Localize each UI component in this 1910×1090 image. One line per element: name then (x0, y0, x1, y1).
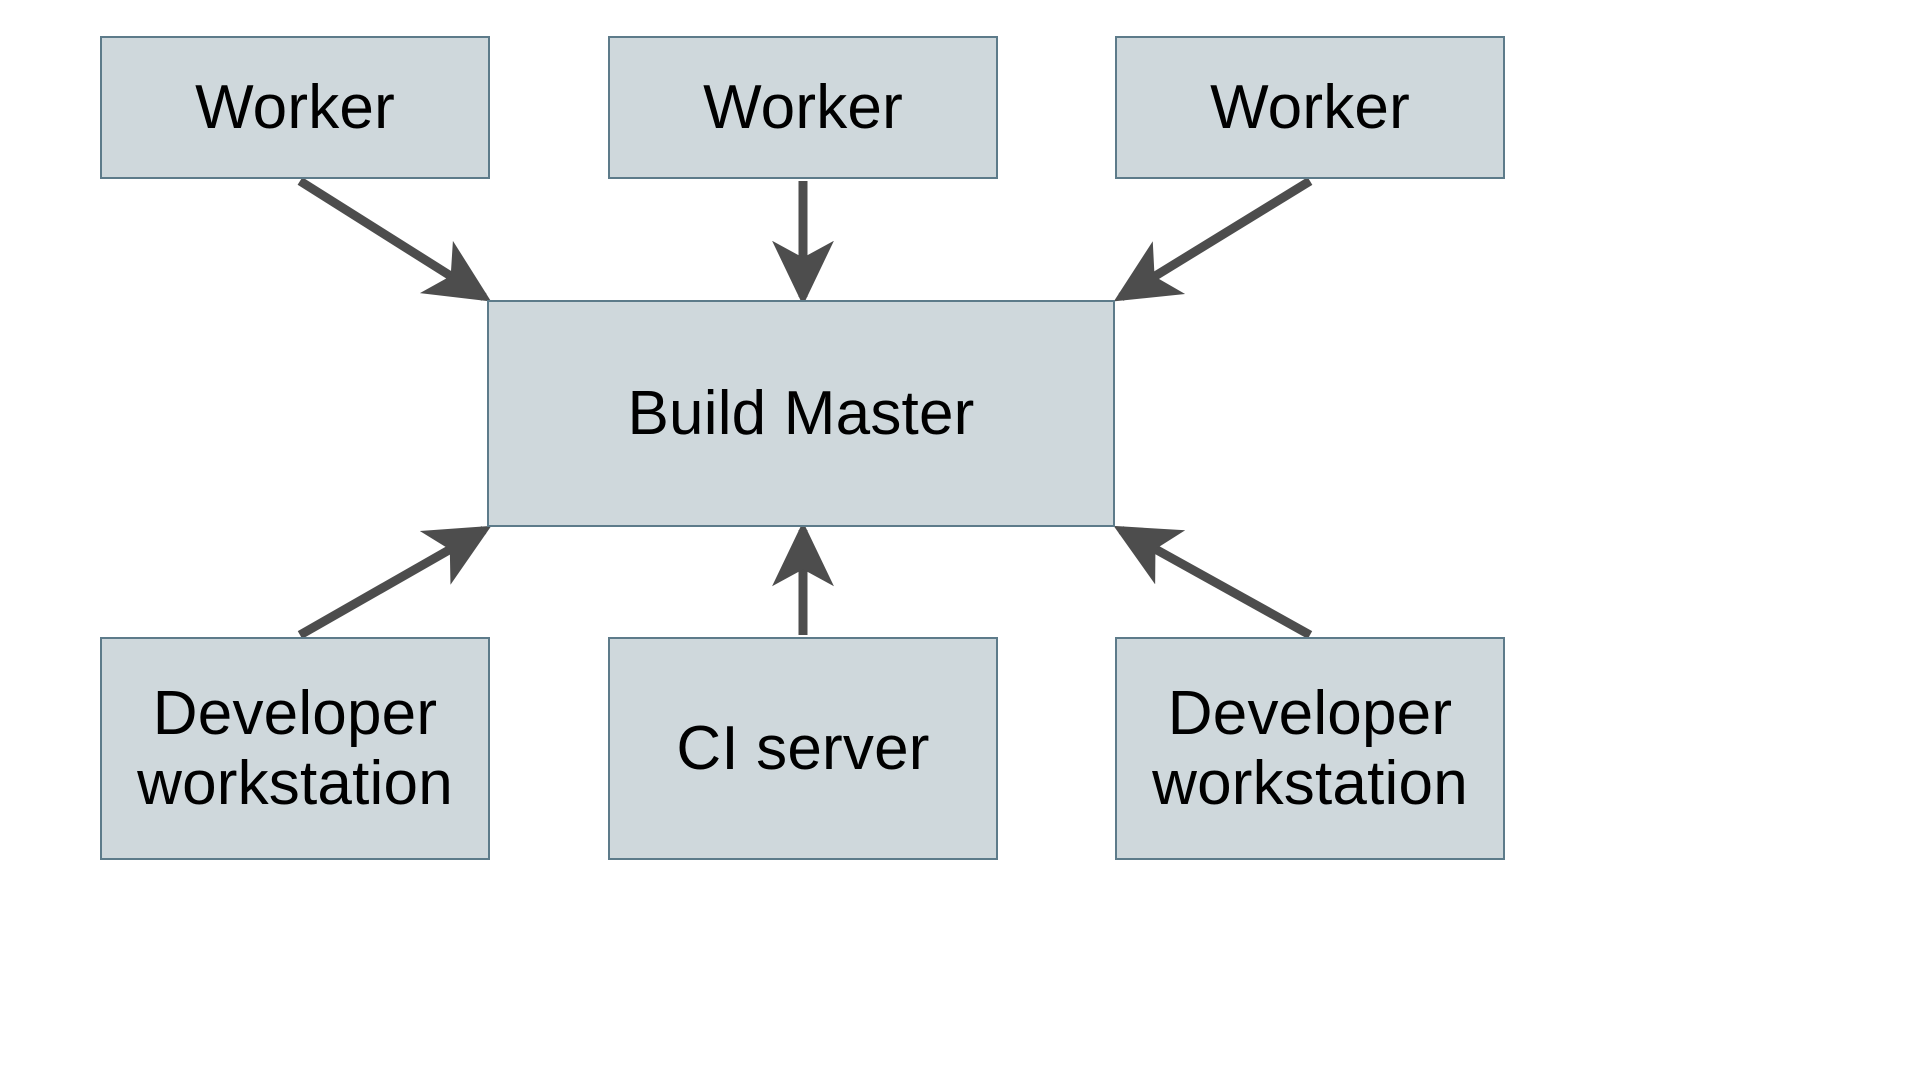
node-build-master-label: Build Master (627, 378, 975, 448)
edge-devws1-to-build-master (297, 525, 492, 639)
node-worker-1[interactable]: Worker (100, 36, 490, 179)
node-ci-server[interactable]: CI server (608, 637, 998, 860)
node-worker-3[interactable]: Worker (1115, 36, 1505, 179)
node-worker-2-label: Worker (703, 72, 903, 142)
node-developer-workstation-2[interactable]: Developer workstation (1115, 637, 1505, 860)
node-developer-workstation-1[interactable]: Developer workstation (100, 637, 490, 860)
edge-worker1-to-build-master (297, 177, 492, 302)
node-worker-2[interactable]: Worker (608, 36, 998, 179)
node-worker-3-label: Worker (1210, 72, 1410, 142)
edge-worker3-to-build-master (1113, 177, 1313, 302)
node-worker-1-label: Worker (195, 72, 395, 142)
node-build-master[interactable]: Build Master (487, 300, 1115, 527)
edge-devws2-to-build-master (1113, 525, 1313, 639)
node-developer-workstation-1-label: Developer workstation (137, 679, 453, 818)
node-developer-workstation-2-label: Developer workstation (1152, 679, 1468, 818)
node-ci-server-label: CI server (676, 713, 930, 783)
